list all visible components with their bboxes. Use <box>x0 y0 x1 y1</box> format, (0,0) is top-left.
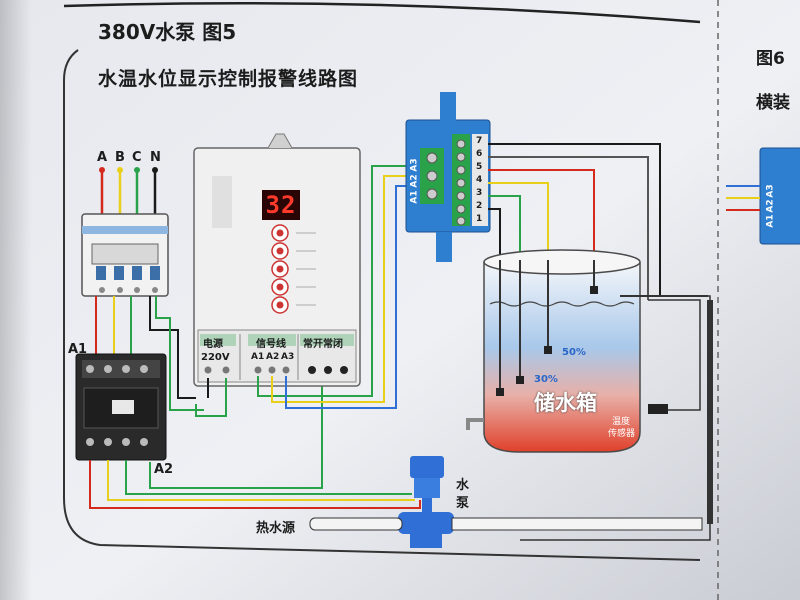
terminal-signal-a3: A3 <box>281 352 295 362</box>
terminal-relay-label: 常开常闭 <box>303 339 343 350</box>
contactor <box>75 353 167 461</box>
sensor-box <box>405 92 491 262</box>
sensor-num-1: 1 <box>476 214 483 224</box>
fig6-terminal-a2: A2 <box>765 199 776 213</box>
probe-wires <box>488 143 711 541</box>
pump-power-wires <box>89 384 421 509</box>
sensor-terminal-a1: A1 <box>409 190 420 204</box>
terminal-signal-label: 信号线 <box>256 339 286 350</box>
hot-water-source-label: 热水源 <box>256 521 296 536</box>
sensor-terminal-a3: A3 <box>409 158 420 172</box>
phase-label-n: N <box>150 150 161 165</box>
phase-wires <box>99 167 158 220</box>
sensor-num-2: 2 <box>476 201 483 211</box>
breaker-to-contactor-wires <box>95 296 204 411</box>
contactor-a1-label: A1 <box>68 342 88 357</box>
diagram-subtitle: 水温水位显示控制报警线路图 <box>98 68 359 90</box>
sensor-num-4: 4 <box>476 175 483 185</box>
paper-shadow <box>0 0 80 600</box>
hot-water-pipe <box>309 295 713 531</box>
storage-tank <box>466 249 668 453</box>
temp-sensor-label-line1: 温度 <box>612 417 631 427</box>
sensor-num-6: 6 <box>476 149 483 159</box>
controller <box>193 133 361 387</box>
terminal-signal-a1: A1 <box>251 352 265 362</box>
pump-label-line1: 水 <box>456 478 470 493</box>
phase-label-b: B <box>115 150 125 165</box>
figure6-title: 图6 <box>756 49 785 69</box>
sensor-num-5: 5 <box>476 162 483 172</box>
temp-sensor-label-line2: 传感器 <box>608 429 636 439</box>
sensor-num-3: 3 <box>476 188 483 198</box>
fig6-terminal-a3: A3 <box>765 184 776 198</box>
terminal-signal-a2: A2 <box>266 352 280 362</box>
page-frame <box>63 49 701 561</box>
figure6-sensor-box <box>726 147 800 245</box>
circuit-breaker <box>81 213 169 297</box>
pump <box>398 456 454 548</box>
phase-label-a: A <box>97 150 108 165</box>
phase-label-c: C <box>132 150 142 165</box>
pump-label-line2: 泵 <box>456 496 470 511</box>
signal-wires <box>195 165 412 417</box>
level-50-label: 50% <box>562 347 586 358</box>
tank-label: 储水箱 <box>534 391 597 415</box>
level-30-label: 30% <box>534 374 558 385</box>
sensor-num-7: 7 <box>476 136 483 146</box>
terminal-power-value: 220V <box>201 352 230 363</box>
sensor-terminal-a2: A2 <box>409 174 420 188</box>
diagram-title: 380V水泵 图5 <box>98 20 237 44</box>
temperature-display: 32 <box>262 190 300 220</box>
fig6-terminal-a1: A1 <box>765 214 776 228</box>
terminal-power-label: 电源 <box>203 339 223 350</box>
contactor-a2-label: A2 <box>154 462 174 477</box>
figure6-mount-label: 横装 <box>756 93 790 113</box>
top-border <box>63 1 701 24</box>
